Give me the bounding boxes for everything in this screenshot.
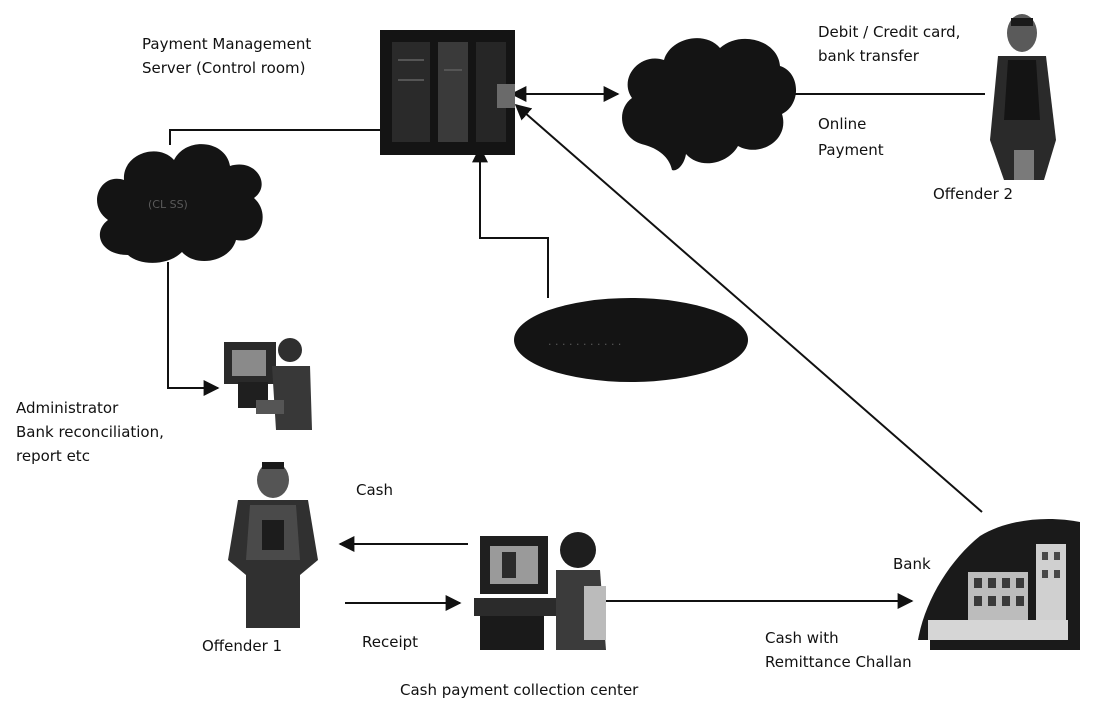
connector-bank-to-server (514, 103, 983, 513)
gateway-icon: . . . . . . . . . . . (514, 298, 748, 382)
offender2-label: Offender 2 (933, 185, 1014, 203)
administrator-line2: Bank reconciliation, (16, 423, 164, 441)
offender2-person-icon (990, 14, 1056, 180)
svg-text:(CL SS): (CL SS) (148, 198, 188, 211)
administrator-icon (224, 338, 312, 430)
svg-text:. . . . . . . . . . .: . . . . . . . . . . . (548, 335, 621, 348)
receipt-label: Receipt (362, 633, 419, 651)
bank-label: Bank (893, 555, 931, 573)
server-label-line2: Server (Control room) (142, 59, 306, 77)
left-cloud-icon: (CL SS) (97, 144, 263, 263)
server-label-line1: Payment Management (142, 35, 312, 53)
bank-building-icon (918, 518, 1080, 650)
payment-methods-line1: Debit / Credit card, (818, 23, 961, 41)
offender1-label: Offender 1 (202, 637, 283, 655)
connector-cloud-to-administrator (167, 262, 220, 396)
administrator-line3: report etc (16, 447, 90, 465)
to-bank-label-line2: Remittance Challan (765, 653, 912, 671)
to-bank-label-line1: Cash with (765, 629, 839, 647)
server-icon (380, 30, 515, 155)
administrator-line1: Administrator (16, 399, 119, 417)
cash-label: Cash (356, 481, 393, 499)
offender1-person-icon (228, 462, 318, 628)
online-payment-line1: Online (818, 115, 867, 133)
collection-center-label: Cash payment collection center (400, 681, 639, 699)
payment-methods-line2: bank transfer (818, 47, 919, 65)
connectors (167, 86, 985, 611)
internet-cloud-icon (622, 38, 797, 171)
collection-center-icon (474, 532, 606, 650)
connector-cloud-to-server (169, 129, 380, 145)
online-payment-line2: Payment (818, 141, 884, 159)
connector-gateway-to-server (472, 146, 549, 298)
